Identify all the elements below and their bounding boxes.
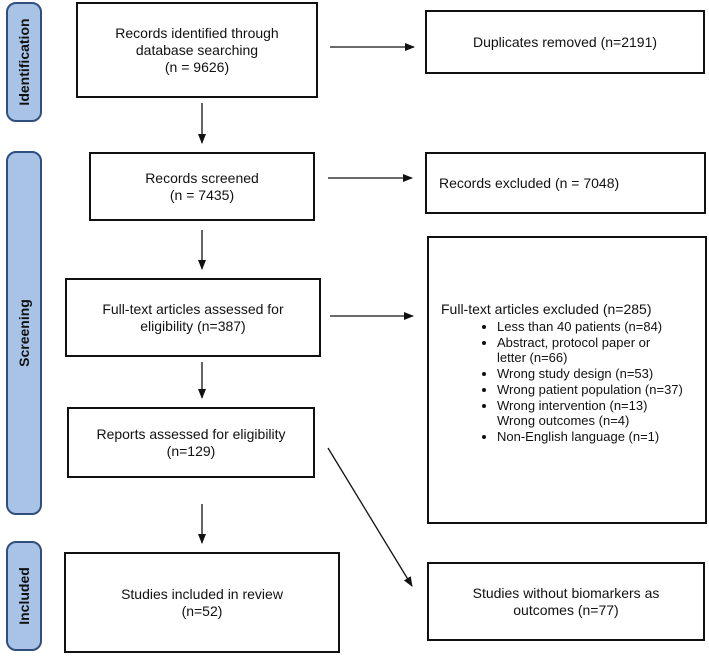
studies-included-line-1: Studies included in review [121, 585, 283, 602]
fulltext-excluded-box: Full-text articles excluded (n=285) Less… [427, 236, 707, 524]
reports-assessed-box: Reports assessed for eligibility (n=129) [67, 407, 315, 478]
exclusion-reason: Wrong intervention (n=13) Wrong outcomes… [497, 398, 662, 428]
exclusion-reason: Less than 40 patients (n=84) [497, 319, 683, 334]
studies-included-box: Studies included in review (n=52) [64, 552, 340, 653]
fulltext-assessed-line-2: eligibility (n=387) [140, 317, 246, 334]
exclusion-reason: Non-English language (n=1) [497, 429, 683, 444]
phase-included: Included [6, 541, 42, 651]
studies-without-biomarkers-line-1: Studies without biomarkers as [472, 584, 660, 601]
exclusion-reason: Wrong study design (n=53) [497, 366, 683, 381]
records-identified-line-2: database searching [135, 41, 259, 58]
arrow-reports-to-without-biomarkers [327, 447, 413, 587]
fulltext-excluded-title: Full-text articles excluded (n=285) [441, 301, 652, 317]
records-identified-box: Records identified through database sear… [76, 2, 318, 98]
records-screened-line-1: Records screened [145, 169, 259, 186]
reports-assessed-line-1: Reports assessed for eligibility [96, 425, 286, 442]
duplicates-removed-box: Duplicates removed (n=2191) [425, 10, 705, 74]
exclusion-reason: Wrong patient population (n=37) [497, 382, 683, 397]
duplicates-removed-text: Duplicates removed (n=2191) [472, 33, 658, 50]
studies-included-line-2: (n=52) [181, 602, 223, 619]
fulltext-assessed-box: Full-text articles assessed for eligibil… [65, 278, 321, 357]
studies-without-biomarkers-box: Studies without biomarkers as outcomes (… [427, 562, 705, 641]
phase-screening: Screening [6, 151, 42, 515]
records-identified-line-3: (n = 9626) [164, 58, 230, 75]
records-identified-line-1: Records identified through [115, 24, 279, 41]
studies-without-biomarkers-line-2: outcomes (n=77) [513, 601, 619, 618]
exclusion-reasons-list: Less than 40 patients (n=84) Abstract, p… [459, 319, 683, 445]
phase-identification: Identification [6, 2, 42, 122]
fulltext-assessed-line-1: Full-text articles assessed for [102, 300, 284, 317]
reports-assessed-line-2: (n=129) [166, 442, 216, 459]
records-screened-line-2: (n = 7435) [169, 186, 235, 203]
exclusion-reason: Abstract, protocol paper or letter (n=66… [497, 335, 677, 365]
records-excluded-text: Records excluded (n = 7048) [439, 174, 620, 191]
records-screened-box: Records screened (n = 7435) [89, 152, 315, 221]
records-excluded-box: Records excluded (n = 7048) [425, 152, 706, 214]
